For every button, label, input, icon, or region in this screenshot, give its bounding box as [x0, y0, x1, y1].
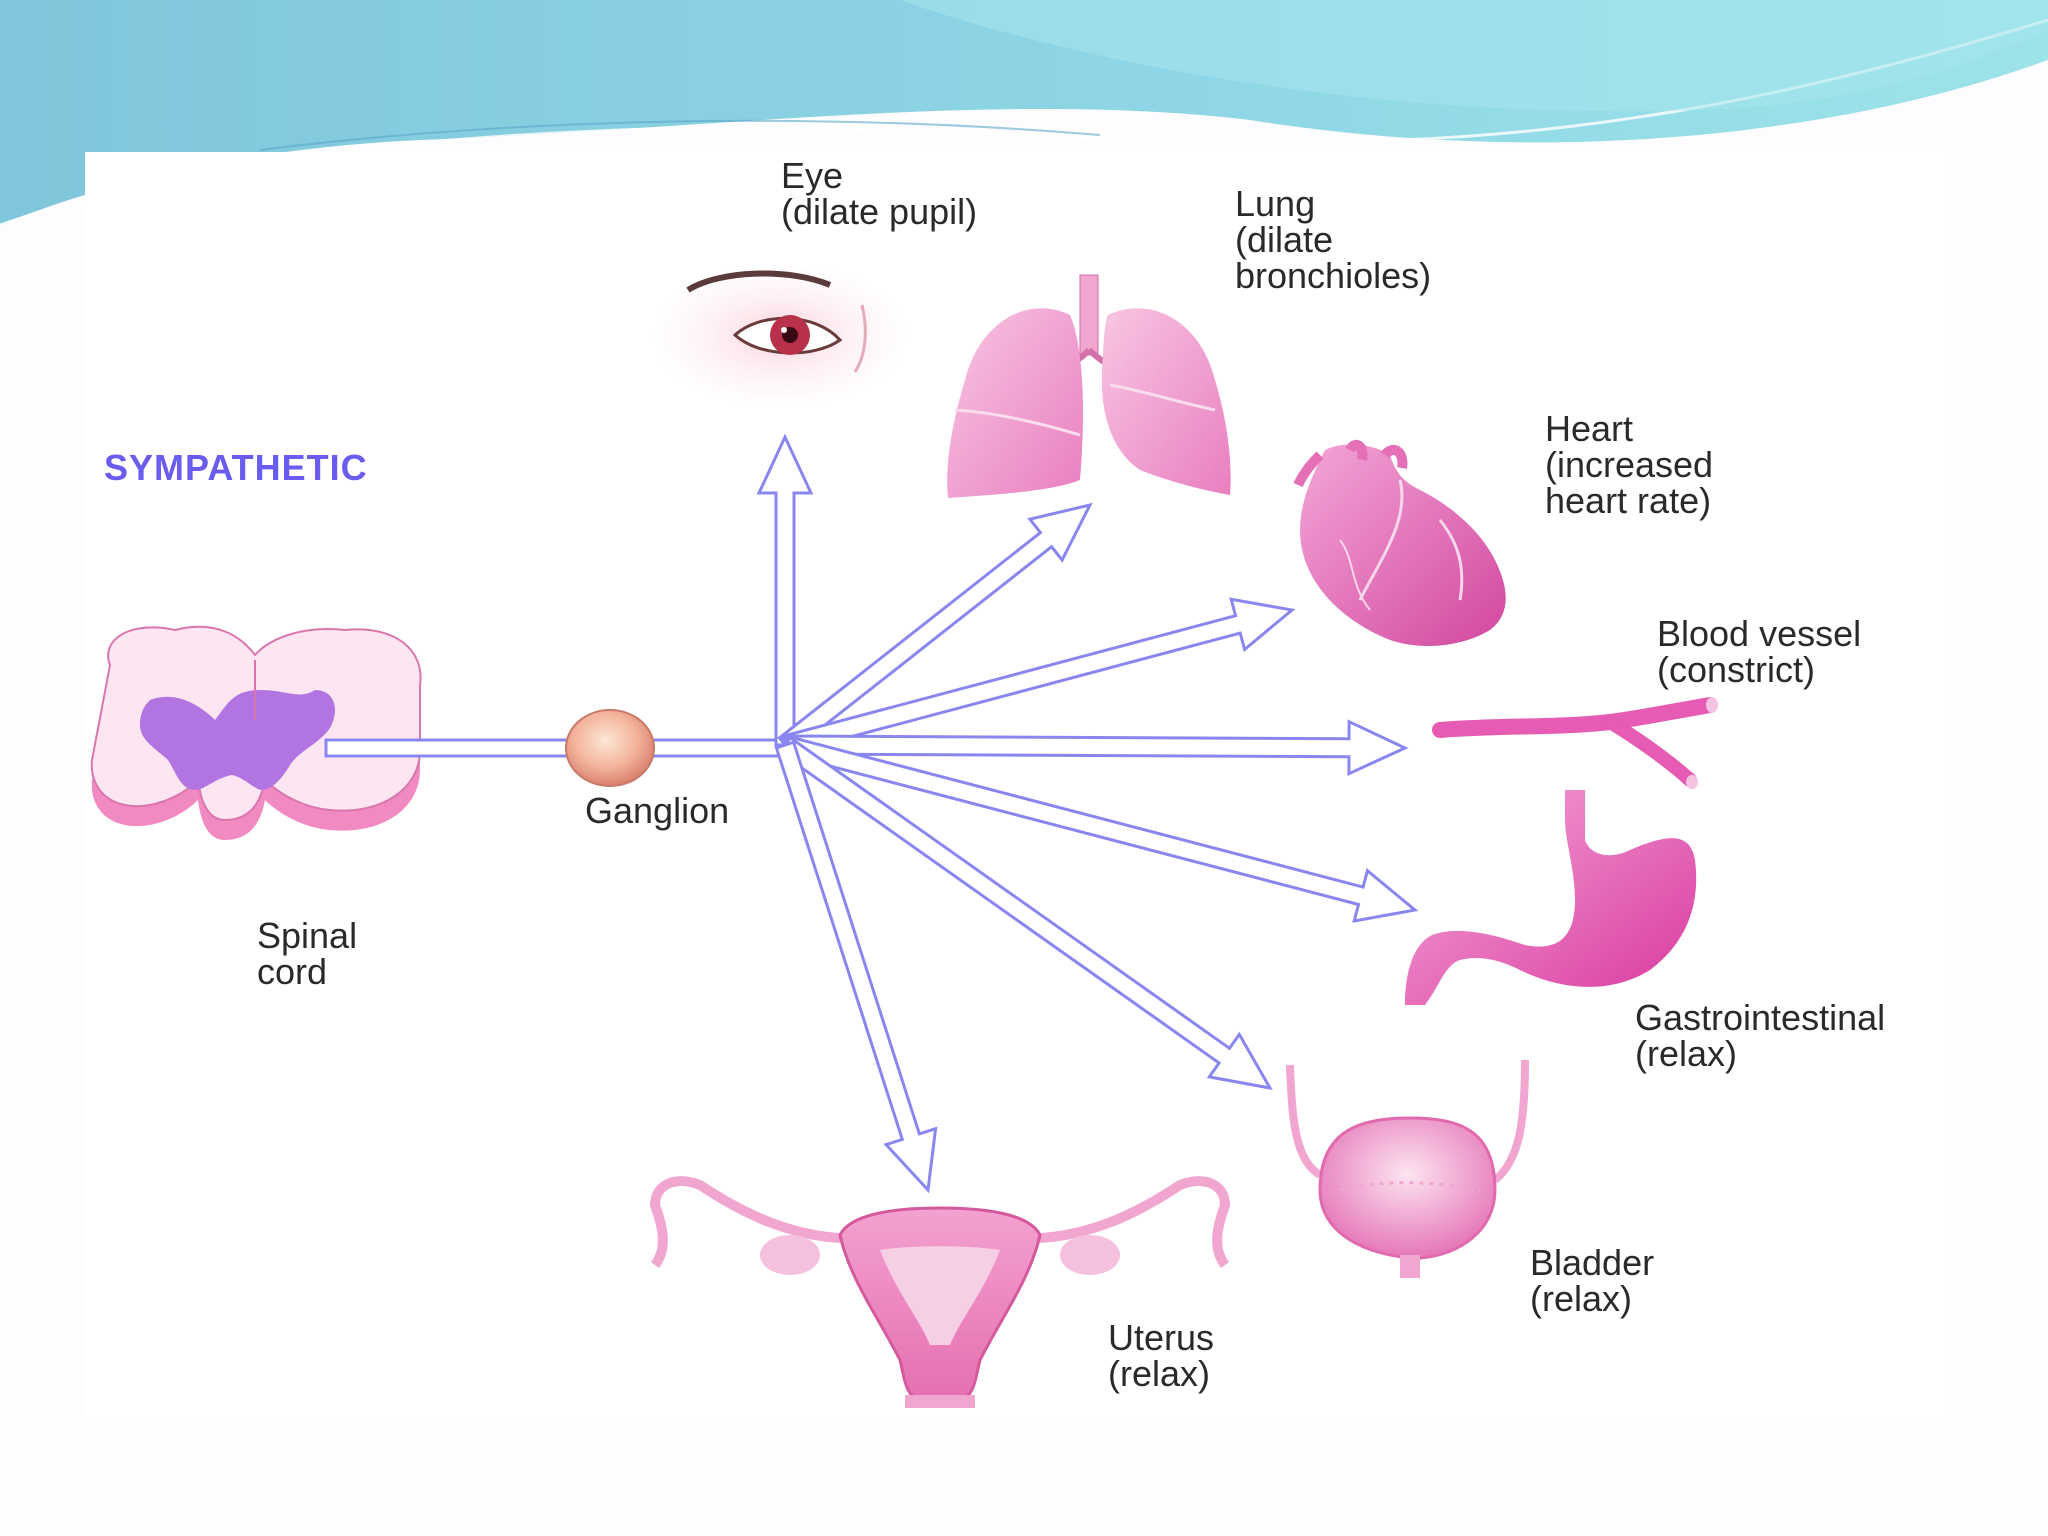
label-bladder-line-2: (relax) [1530, 1278, 1633, 1319]
nerve-pathways [324, 433, 1419, 1194]
blood-vessel-illustration [1432, 697, 1718, 789]
label-blood-vessel-line-2: (constrict) [1657, 649, 1816, 690]
arrow-to-blood-vessel [783, 719, 1409, 777]
label-heart-line-1: Heart [1545, 408, 1634, 449]
arrow-to-bladder [777, 735, 1273, 1091]
heart-illustration [1293, 439, 1506, 646]
stomach-illustration [1405, 790, 1697, 1005]
lung-illustration [947, 274, 1231, 498]
label-uterus-line-1: Uterus [1108, 1317, 1215, 1358]
label-heart-line-3: heart rate) [1545, 480, 1712, 521]
bladder-illustration [1286, 1059, 1529, 1278]
label-lung: Lung (dilate bronchioles) [1235, 186, 1431, 294]
label-gastrointestinal-line-1: Gastrointestinal [1635, 997, 1886, 1038]
label-lung-line-3: bronchioles) [1235, 255, 1432, 296]
arrow-to-lung [777, 502, 1093, 755]
spinal-cord-illustration [90, 625, 422, 840]
label-heart: Heart (increased heart rate) [1545, 411, 1713, 519]
label-uterus-line-2: (relax) [1108, 1353, 1211, 1394]
label-ganglion: Ganglion [585, 790, 730, 831]
label-eye-line-2: (dilate pupil) [781, 191, 978, 232]
label-bladder: Bladder (relax) [1530, 1245, 1654, 1317]
arrow-to-gastrointestinal [780, 734, 1419, 923]
label-gastrointestinal-line-2: (relax) [1635, 1033, 1738, 1074]
label-spinal-cord-line-1: Spinal [257, 915, 358, 956]
label-eye-line-1: Eye [781, 155, 844, 196]
uterus-illustration [649, 1176, 1231, 1408]
ganglion-illustration [565, 709, 655, 787]
arrow-to-eye [756, 433, 814, 747]
label-eye: Eye (dilate pupil) [781, 158, 977, 230]
label-gastrointestinal: Gastrointestinal (relax) [1635, 1000, 1885, 1072]
label-blood-vessel: Blood vessel (constrict) [1657, 616, 1861, 688]
arrow-to-heart [780, 597, 1296, 756]
arrow-to-uterus [774, 740, 938, 1194]
label-uterus: Uterus (relax) [1108, 1320, 1214, 1392]
diagram-title: SYMPATHETIC [104, 447, 368, 488]
label-heart-line-2: (increased [1545, 444, 1714, 485]
label-spinal-cord-line-2: cord [257, 951, 328, 992]
label-lung-line-2: (dilate [1235, 219, 1334, 260]
label-bladder-line-1: Bladder [1530, 1242, 1655, 1283]
label-lung-line-1: Lung [1235, 183, 1316, 224]
label-blood-vessel-line-1: Blood vessel [1657, 613, 1862, 654]
preganglionic-fiber [324, 738, 787, 758]
label-spinal-cord: Spinal cord [257, 918, 357, 990]
eye-illustration [655, 265, 905, 405]
